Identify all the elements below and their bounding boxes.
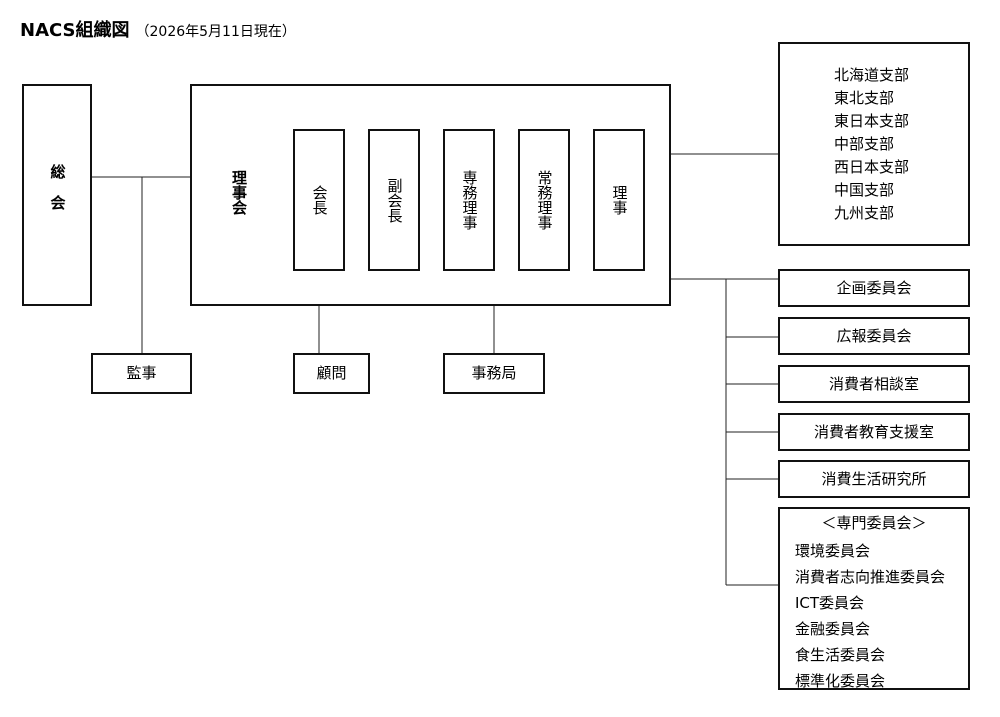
role-label-vice-chair: 副会長 bbox=[385, 177, 404, 223]
role-box-chair: 会長 bbox=[293, 129, 345, 271]
role-box-director: 理事 bbox=[593, 129, 645, 271]
general-assembly-label: 総会 bbox=[48, 164, 67, 226]
branch-item: 西日本支部 bbox=[834, 158, 910, 176]
expert-committee-item: 金融委員会 bbox=[795, 620, 871, 638]
branch-item: 中部支部 bbox=[834, 135, 895, 153]
general-assembly-box: 総会 bbox=[22, 84, 92, 306]
auditor-label: 監事 bbox=[126, 364, 157, 382]
role-box-managing-director: 常務理事 bbox=[518, 129, 570, 271]
advisor-label: 顧問 bbox=[316, 364, 347, 382]
role-label-director: 理事 bbox=[610, 185, 629, 215]
expert-committee-item: 消費者志向推進委員会 bbox=[795, 568, 946, 586]
committee-box-research: 消費生活研究所 bbox=[778, 460, 970, 498]
branch-list: 北海道支部 東北支部 東日本支部 中部支部 西日本支部 中国支部 九州支部 bbox=[834, 64, 909, 225]
role-label-managing-director: 常務理事 bbox=[535, 170, 554, 230]
auditor-box: 監事 bbox=[91, 353, 192, 394]
board-label: 理事会 bbox=[230, 170, 248, 215]
expert-committee-list: 環境委員会 消費者志向推進委員会 ICT委員会 金融委員会 食生活委員会 標準化… bbox=[795, 538, 945, 694]
expert-committees-heading: ＜専門委員会＞ bbox=[821, 514, 927, 532]
board-box: 理事会 bbox=[190, 84, 671, 306]
branch-item: 東北支部 bbox=[834, 89, 895, 107]
advisor-box: 顧問 bbox=[293, 353, 370, 394]
committee-box-education: 消費者教育支援室 bbox=[778, 413, 970, 451]
expert-committee-item: 食生活委員会 bbox=[795, 646, 886, 664]
committee-label: 企画委員会 bbox=[836, 278, 912, 297]
role-box-executive-director: 専務理事 bbox=[443, 129, 495, 271]
expert-committees-box: ＜専門委員会＞ 環境委員会 消費者志向推進委員会 ICT委員会 金融委員会 食生… bbox=[778, 507, 970, 690]
date-note: （2026年5月11日現在） bbox=[135, 24, 296, 40]
committee-label: 消費者教育支援室 bbox=[813, 422, 934, 441]
title-text: NACS組織図 bbox=[20, 20, 130, 41]
secretariat-box: 事務局 bbox=[443, 353, 545, 394]
branch-item: 中国支部 bbox=[834, 181, 895, 199]
expert-committee-item: 標準化委員会 bbox=[795, 672, 886, 690]
expert-committee-item: ICT委員会 bbox=[795, 594, 865, 612]
committee-label: 広報委員会 bbox=[836, 326, 912, 345]
expert-committee-item: 環境委員会 bbox=[795, 542, 871, 560]
committee-box-consultation: 消費者相談室 bbox=[778, 365, 970, 403]
role-label-executive-director: 専務理事 bbox=[460, 170, 479, 230]
branch-item: 九州支部 bbox=[834, 204, 895, 222]
role-box-vice-chair: 副会長 bbox=[368, 129, 420, 271]
role-label-chair: 会長 bbox=[310, 185, 329, 215]
committee-label: 消費者相談室 bbox=[828, 374, 919, 393]
committee-box-planning: 企画委員会 bbox=[778, 269, 970, 307]
secretariat-label: 事務局 bbox=[471, 364, 517, 382]
branch-item: 東日本支部 bbox=[834, 112, 910, 130]
page-title: NACS組織図 （2026年5月11日現在） bbox=[20, 16, 296, 42]
branch-item: 北海道支部 bbox=[834, 66, 910, 84]
committee-box-pr: 広報委員会 bbox=[778, 317, 970, 355]
committee-label: 消費生活研究所 bbox=[821, 469, 927, 488]
branches-box: 北海道支部 東北支部 東日本支部 中部支部 西日本支部 中国支部 九州支部 bbox=[778, 42, 970, 246]
